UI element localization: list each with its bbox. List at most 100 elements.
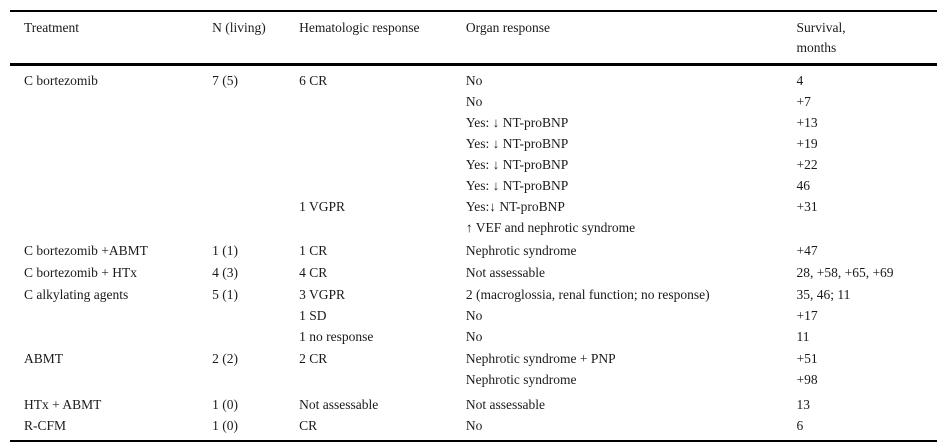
- organ-response-cell: Yes:↓ NT-proBNP: [465, 199, 565, 214]
- hematologic-response-cell: [299, 154, 466, 175]
- table-row: 1 SD No +17: [10, 305, 937, 326]
- survival-header-line2: months: [796, 40, 837, 55]
- column-header-hematologic-response: Hematologic response: [299, 10, 466, 66]
- treatment-cell: [10, 326, 212, 347]
- hematologic-response-cell: [299, 369, 466, 390]
- treatment-cell: [10, 133, 212, 154]
- table-header: Treatment N (living) Hematologic respons…: [10, 10, 937, 66]
- hematologic-response-cell: Not assessable: [299, 397, 379, 412]
- organ-response-cell: Nephrotic syndrome + PNP: [465, 351, 616, 366]
- treatment-cell: R-CFM: [24, 418, 67, 433]
- table-row: C bortezomib +ABMT 1 (1) 1 CR Nephrotic …: [10, 238, 937, 261]
- table-row: No +7: [10, 91, 937, 112]
- n-living-cell: [212, 369, 299, 390]
- treatment-cell: [10, 112, 212, 133]
- column-header-organ-response: Organ response: [465, 10, 797, 66]
- treatment-cell: C bortezomib: [24, 73, 98, 88]
- survival-header-line1: Survival,: [796, 20, 846, 35]
- column-header-treatment: Treatment: [10, 10, 213, 66]
- organ-response-cell: Yes: ↓ NT-proBNP: [465, 136, 569, 151]
- hematologic-response-cell: [299, 112, 466, 133]
- hematologic-response-cell: 1 SD: [299, 308, 327, 323]
- n-living-cell: [212, 217, 299, 238]
- survival-cell: +51: [796, 351, 818, 366]
- hematologic-response-cell: 4 CR: [299, 265, 328, 280]
- survival-cell: +47: [796, 243, 818, 258]
- table-row: 1 VGPR Yes:↓ NT-proBNP +31: [10, 196, 937, 217]
- survival-cell: +22: [796, 157, 818, 172]
- n-living-cell: [212, 133, 299, 154]
- treatment-cell: ABMT: [24, 351, 64, 366]
- hematologic-response-cell: 1 VGPR: [299, 199, 346, 214]
- hematologic-response-cell: CR: [299, 418, 318, 433]
- treatment-cell: [10, 154, 212, 175]
- survival-cell: [796, 217, 937, 238]
- table-row: Yes: ↓ NT-proBNP 46: [10, 175, 937, 196]
- table-row: 1 no response No 11: [10, 326, 937, 347]
- survival-cell: +17: [796, 308, 818, 323]
- treatment-cell: [10, 369, 212, 390]
- survival-cell: +13: [796, 115, 818, 130]
- treatment-cell: [10, 217, 212, 238]
- organ-response-cell: Yes: ↓ NT-proBNP: [465, 178, 569, 193]
- organ-response-cell: 2 (macroglossia, renal function; no resp…: [465, 287, 710, 302]
- table-row: C bortezomib + HTx 4 (3) 4 CR Not assess…: [10, 261, 937, 283]
- organ-response-cell: Nephrotic syndrome: [465, 243, 577, 258]
- treatment-cell: C bortezomib + HTx: [24, 265, 137, 280]
- hematologic-response-cell: 1 no response: [299, 329, 374, 344]
- table-row: C bortezomib 7 (5) 6 CR No 4: [10, 65, 937, 92]
- n-living-cell: 1 (0): [212, 397, 239, 412]
- organ-response-cell: No: [465, 94, 483, 109]
- n-living-cell: 5 (1): [212, 287, 239, 302]
- table-row: ↑ VEF and nephrotic syndrome: [10, 217, 937, 238]
- n-living-cell: 4 (3): [212, 265, 239, 280]
- survival-cell: +19: [796, 136, 818, 151]
- organ-response-cell: No: [465, 329, 483, 344]
- treatment-outcomes-table-container: Treatment N (living) Hematologic respons…: [10, 10, 937, 442]
- n-living-cell: [212, 91, 299, 112]
- table-row: Nephrotic syndrome +98: [10, 369, 937, 390]
- treatment-cell: HTx + ABMT: [24, 397, 102, 412]
- table-row: ABMT 2 (2) 2 CR Nephrotic syndrome + PNP…: [10, 347, 937, 369]
- n-living-cell: 2 (2): [212, 351, 239, 366]
- n-living-cell: [212, 305, 299, 326]
- hematologic-response-cell: 3 VGPR: [299, 287, 346, 302]
- n-living-cell: [212, 154, 299, 175]
- treatment-cell: [10, 91, 212, 112]
- organ-response-cell: Not assessable: [465, 397, 546, 412]
- survival-cell: +98: [796, 372, 818, 387]
- survival-cell: 13: [796, 397, 810, 412]
- treatment-cell: [10, 175, 212, 196]
- organ-response-cell: No: [465, 73, 483, 88]
- header-row: Treatment N (living) Hematologic respons…: [10, 10, 937, 66]
- survival-cell: 6: [796, 418, 804, 433]
- table-body: C bortezomib 7 (5) 6 CR No 4 No +7 Yes: …: [10, 65, 937, 441]
- hematologic-response-cell: [299, 175, 466, 196]
- n-living-cell: [212, 112, 299, 133]
- treatment-cell: C bortezomib +ABMT: [24, 243, 148, 258]
- table-row: R-CFM 1 (0) CR No 6: [10, 415, 937, 440]
- treatment-cell: [10, 196, 212, 217]
- hematologic-response-cell: [299, 133, 466, 154]
- n-living-cell: 7 (5): [212, 73, 239, 88]
- n-living-cell: [212, 326, 299, 347]
- n-living-cell: [212, 196, 299, 217]
- n-living-cell: 1 (0): [212, 418, 239, 433]
- organ-response-cell: ↑ VEF and nephrotic syndrome: [465, 220, 636, 235]
- column-header-survival-months: Survival, months: [796, 10, 937, 66]
- table-row: Yes: ↓ NT-proBNP +22: [10, 154, 937, 175]
- hematologic-response-cell: 6 CR: [299, 73, 328, 88]
- column-header-n-living: N (living): [212, 10, 300, 66]
- survival-cell: 35, 46; 11: [796, 287, 851, 302]
- organ-response-cell: Nephrotic syndrome: [465, 372, 577, 387]
- hematologic-response-cell: [299, 217, 466, 238]
- n-living-cell: [212, 175, 299, 196]
- treatment-outcomes-table: Treatment N (living) Hematologic respons…: [10, 10, 937, 440]
- n-living-cell: 1 (1): [212, 243, 239, 258]
- hematologic-response-cell: 2 CR: [299, 351, 328, 366]
- organ-response-cell: Not assessable: [465, 265, 546, 280]
- hematologic-response-cell: 1 CR: [299, 243, 328, 258]
- table-row: C alkylating agents 5 (1) 3 VGPR 2 (macr…: [10, 283, 937, 305]
- survival-cell: 4: [796, 73, 804, 88]
- organ-response-cell: No: [465, 418, 483, 433]
